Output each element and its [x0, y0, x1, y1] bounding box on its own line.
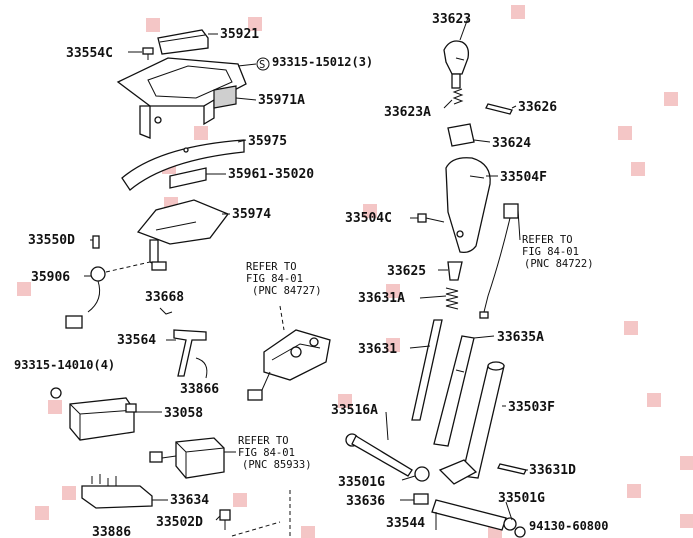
- refer-pnc: (PNC 84727): [252, 285, 322, 297]
- clip-33668: [159, 307, 173, 315]
- label-33668: 33668: [145, 290, 184, 305]
- refer-text: REFER TO: [522, 234, 573, 246]
- bolt-94130: [514, 526, 526, 538]
- connector-refer-85933: [149, 437, 225, 479]
- refer-text: REFER TO: [246, 261, 297, 273]
- label-33631a: 33631A: [358, 291, 405, 306]
- bolt-33516a: [345, 433, 413, 477]
- label-35974: 35974: [232, 207, 271, 222]
- spring-33631a: [445, 287, 459, 310]
- refer-text: REFER TO: [238, 435, 289, 447]
- label-93315-14010: 93315-14010(4): [14, 358, 115, 372]
- label-33626: 33626: [518, 100, 557, 115]
- pin-33502d: [219, 509, 231, 530]
- svg-text:S: S: [259, 59, 265, 71]
- rod-33631: [411, 319, 443, 421]
- label-33636: 33636: [346, 494, 385, 509]
- label-33501g-a: 33501G: [338, 475, 385, 490]
- stopper-33866: [195, 357, 208, 379]
- label-33544: 33544: [386, 516, 425, 531]
- label-33634: 33634: [170, 493, 209, 508]
- gate-plate-35974: [136, 199, 230, 271]
- label-33623a: 33623A: [384, 105, 431, 120]
- label-33631d: 33631D: [529, 463, 576, 478]
- clip-33550d: [92, 235, 100, 249]
- collar-33501g-b: [431, 499, 517, 531]
- label-35971a: 35971A: [258, 93, 305, 108]
- label-33503f: 33503F: [508, 400, 555, 415]
- solenoid-33058: [50, 387, 137, 441]
- refer-pnc: (PNC 84722): [524, 258, 594, 270]
- lock-switch-33634: [81, 474, 153, 509]
- label-35906: 35906: [31, 270, 70, 285]
- label-33550d: 33550D: [28, 233, 75, 248]
- label-33058: 33058: [164, 406, 203, 421]
- lever-cover-33504f: [445, 157, 491, 254]
- label-33866: 33866: [180, 382, 219, 397]
- label-33624: 33624: [492, 136, 531, 151]
- label-35975: 35975: [248, 134, 287, 149]
- indicator-bezel-35921: [157, 29, 209, 55]
- cover-35975: [121, 139, 245, 191]
- collar-33501g-a: [414, 466, 430, 482]
- shift-lock-ecu-84727: [247, 305, 331, 401]
- refer-fig: FIG 84-01: [246, 273, 303, 285]
- part-labels: 33554C 35921 S 93315-15012(3) 35971A 359…: [14, 12, 608, 538]
- refer-pnc: (PNC 85933): [242, 459, 312, 471]
- bulb-socket-35906: [65, 261, 151, 329]
- screw-33504c: [417, 213, 445, 223]
- label-33631: 33631: [358, 342, 397, 357]
- label-33516a: 33516A: [331, 403, 378, 418]
- position-indicator-housing: [116, 57, 247, 139]
- label-35921: 35921: [220, 27, 259, 42]
- label-33502d: 33502D: [156, 515, 203, 530]
- shift-knob-33623: [443, 40, 470, 89]
- refer-note-84722: REFER TO FIG 84-01 (PNC 84722): [522, 234, 594, 270]
- shift-lever-33635a: [433, 335, 475, 447]
- label-33504c: 33504C: [345, 211, 392, 226]
- label-33564: 33564: [117, 333, 156, 348]
- label-33625: 33625: [387, 264, 426, 279]
- bushing-33636: [413, 493, 429, 505]
- label-33504f: 33504F: [500, 170, 547, 185]
- s-marker-icon: S: [256, 57, 270, 71]
- refer-note-85933: REFER TO FIG 84-01 (PNC 85933): [238, 435, 312, 471]
- label-93315-15012: 93315-15012(3): [272, 55, 373, 69]
- label-33501g-b: 33501G: [498, 491, 545, 506]
- pin-33631d: [497, 463, 527, 475]
- label-33623: 33623: [432, 12, 471, 27]
- refer-fig: FIG 84-01: [238, 447, 295, 459]
- label-35961-35020: 35961-35020: [228, 167, 314, 182]
- button-33624: [447, 123, 475, 147]
- bracket-33564: [173, 329, 207, 377]
- highlight-markers: [17, 5, 693, 538]
- pin-33626: [485, 103, 513, 115]
- label-33886: 33886: [92, 525, 131, 538]
- leader-lines: [84, 17, 528, 521]
- refer-note-84727: REFER TO FIG 84-01 (PNC 84727): [246, 261, 322, 297]
- rod-33625: [447, 261, 463, 281]
- refer-fig: FIG 84-01: [522, 246, 579, 258]
- label-94130-60800: 94130-60800: [529, 519, 608, 533]
- switch-refer-84722: [479, 203, 519, 319]
- label-33554c: 33554C: [66, 46, 113, 61]
- lower-edge-lines: [231, 490, 291, 538]
- plate-35961: [169, 167, 207, 189]
- spring-33623a: [452, 88, 464, 105]
- shift-lever-33503f: [438, 361, 505, 485]
- label-33635a: 33635A: [497, 330, 544, 345]
- screw-33554c: [142, 47, 154, 60]
